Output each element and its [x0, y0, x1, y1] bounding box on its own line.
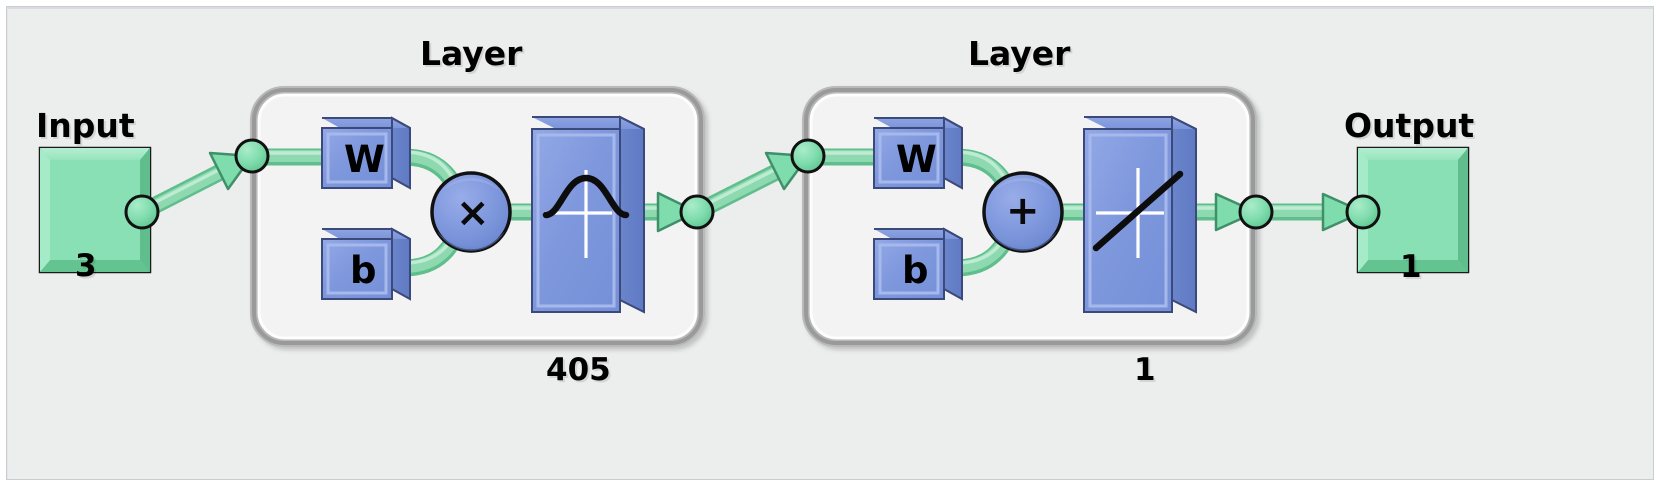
input-size-label: 3: [75, 248, 97, 284]
linear-transfer-icon: [1092, 168, 1184, 258]
layer-2-weight-letter: W: [896, 138, 937, 181]
output-size-label: 1: [1400, 249, 1422, 285]
layer-1-transfer-function-block[interactable]: [531, 115, 645, 314]
input-title: Input: [36, 106, 135, 145]
layer-1-weight-block[interactable]: [321, 116, 411, 190]
layer-1-multiply-operator[interactable]: [430, 171, 512, 253]
connections: [138, 148, 1363, 277]
layer-2-size-label: 1: [1134, 352, 1156, 388]
layer-1-bias-block[interactable]: [321, 227, 411, 301]
output-box[interactable]: [1356, 146, 1470, 274]
layer-1-input-node: [234, 138, 270, 174]
layer-1-size-label: 405: [546, 352, 611, 388]
layer-2-weight-block[interactable]: [873, 116, 963, 190]
connection-nodes: [124, 138, 1381, 230]
layer-2-bias-letter: b: [902, 249, 929, 292]
output-title: Output: [1344, 106, 1475, 145]
layer-1-weight-letter: W: [344, 138, 385, 181]
input-port-node: [124, 194, 160, 230]
layer-1-operation-glyph: ×: [456, 190, 490, 236]
layer-2-title: Layer: [968, 34, 1071, 73]
layer-1-output-node: [679, 194, 715, 230]
layer-1-bias-letter: b: [350, 249, 377, 292]
layer-2-sum-operator[interactable]: [982, 171, 1064, 253]
layer-2-bias-block[interactable]: [873, 227, 963, 301]
output-port-node: [1345, 194, 1381, 230]
layer-2-transfer-function-block[interactable]: [1083, 115, 1197, 314]
layer-1-title: Layer: [420, 34, 523, 73]
layer-2-operation-glyph: +: [1006, 188, 1040, 234]
layer-2-input-node: [790, 138, 826, 174]
layer-2-output-node: [1238, 194, 1274, 230]
radial-basis-icon: [542, 170, 630, 258]
